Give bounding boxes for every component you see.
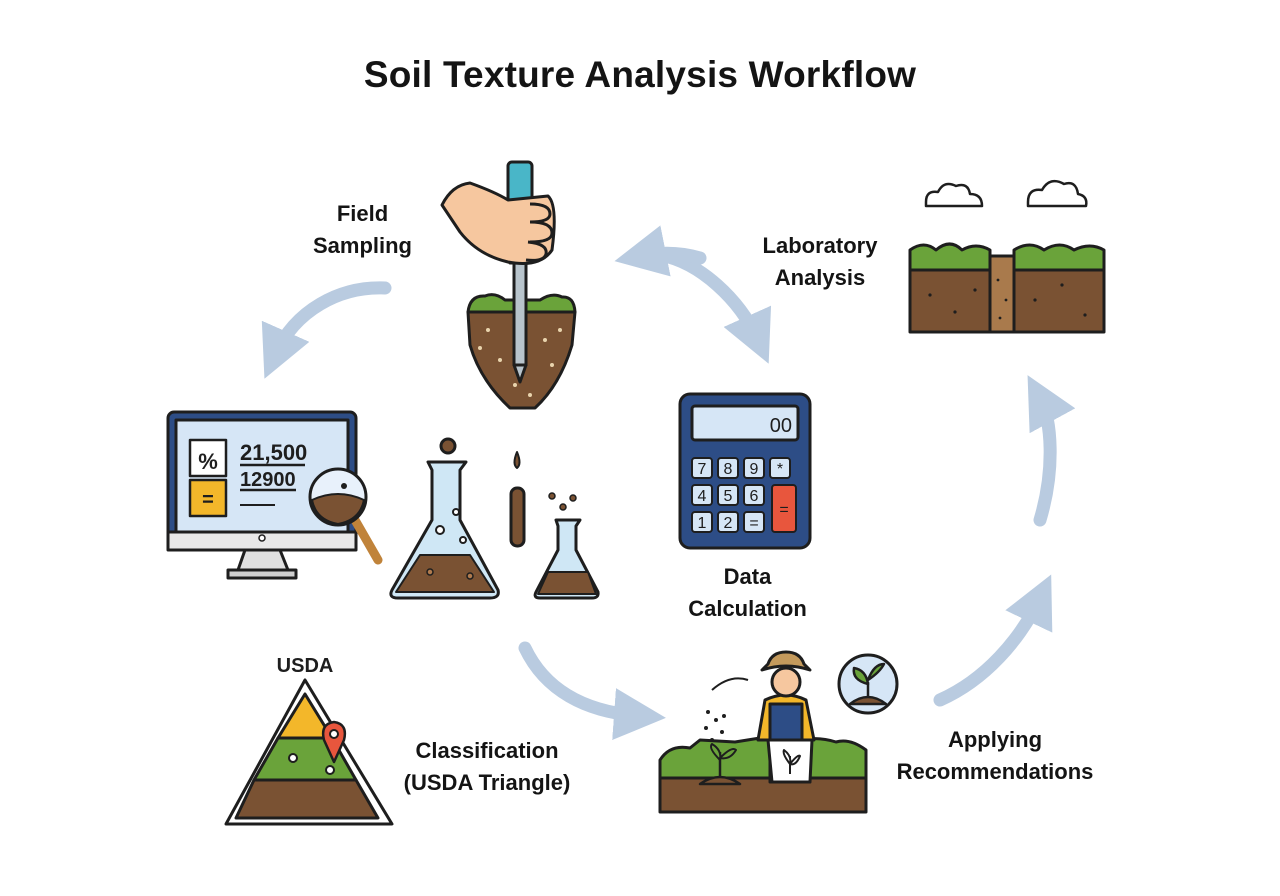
label-data-calculation-line1: Data [723,564,772,589]
calculator-key [717,457,739,479]
label-laboratory-analysis-line2: Analysis [774,265,866,290]
calculator-key [691,511,713,533]
calculator-key-label: = [779,502,788,519]
monitor-value-top: 21,500 [240,440,307,465]
calculator-key-label: * [777,461,783,478]
arrow-lab-to-calculator [653,248,772,364]
label-applying-recommendations: Applying Recommendations [880,724,1110,788]
soil-probe-icon [440,160,577,410]
soil-profile-icon [908,179,1106,334]
arrow-sampling-to-monitor [261,281,392,379]
label-classification-line1: Classification [415,738,559,763]
arrow-lab-to-sampling [614,225,707,277]
usda-triangle-icon [224,678,394,826]
label-data-calculation: Data Calculation [675,561,820,625]
label-classification: Classification (USDA Triangle) [392,735,582,799]
calculator-key [743,457,765,479]
calculator-key-label: 6 [750,488,759,505]
calculator-key-label: 1 [698,515,707,532]
calculator-key [743,484,765,506]
label-field-sampling-line1: Field [336,201,389,226]
label-laboratory-analysis: Laboratory Analysis [745,230,895,294]
diagram-title: Soil Texture Analysis Workflow [363,54,917,95]
usda-triangle-label: USDA [277,655,334,677]
label-field-sampling: Field Sampling [295,198,430,262]
arrow-flasks-to-farmer [518,641,666,741]
monitor-percent-text: % [198,449,218,474]
calculator-key [717,511,739,533]
cycle-arrows [261,225,1076,741]
calculator-key-label: 4 [698,488,707,505]
label-applying-recommendations-line2: Recommendations [896,759,1094,784]
arrow-right-to-lab [1027,375,1076,527]
monitor-value-bottom: 12900 [240,469,296,491]
calculator-key [691,484,713,506]
calculator-key [691,457,713,479]
monitor-equals-text: = [202,489,214,511]
sprout-badge-icon [837,653,899,715]
calculator-key [743,511,765,533]
calculator-key-label: 9 [750,461,759,478]
magnifier-icon [308,467,383,565]
label-data-calculation-line2: Calculation [688,596,807,621]
arrow-farmer-to-recommend [933,574,1053,707]
calculator-display: 00 [770,415,792,437]
calculator-key-label: 8 [724,461,733,478]
calculator-key-label: 7 [698,461,707,478]
label-classification-line2: (USDA Triangle) [403,770,571,795]
calculator-key [717,484,739,506]
calculator-key-label: 5 [724,488,733,505]
calculator-key [769,457,791,479]
label-applying-recommendations-line1: Applying [947,727,1043,752]
label-laboratory-analysis-line1: Laboratory [762,233,878,258]
farmer-planting-icon [658,650,868,814]
label-field-sampling-line2: Sampling [312,233,412,258]
lab-flasks-icon [389,437,600,600]
calculator-key-label: 2 [724,515,733,532]
calculator-key [771,484,797,533]
calculator-key-label: = [749,515,758,532]
